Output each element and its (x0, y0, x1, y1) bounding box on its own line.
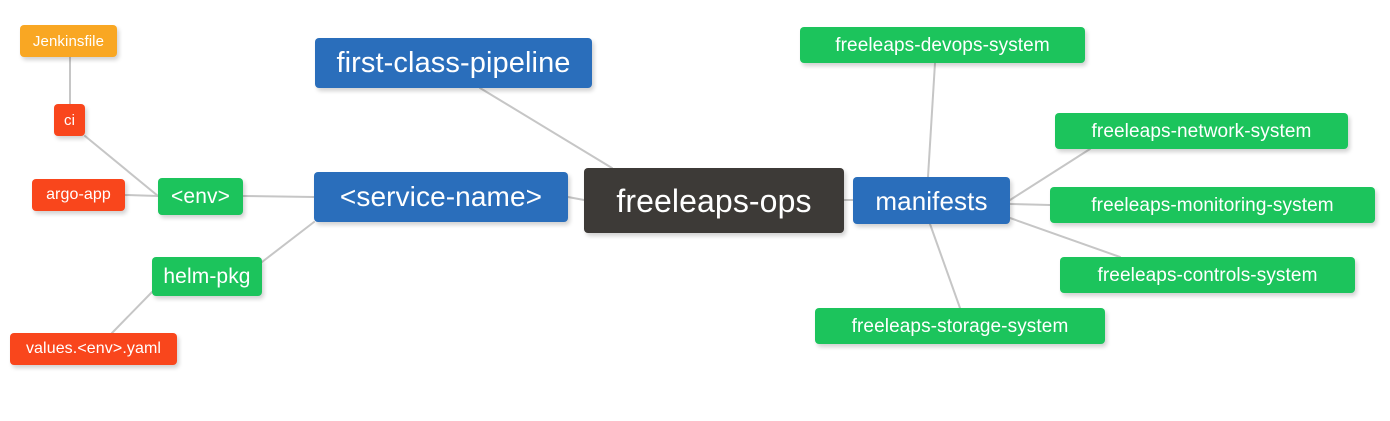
mindmap-node-label: first-class-pipeline (336, 46, 571, 79)
mindmap-edge-argo-app-to-env (124, 194, 159, 197)
mindmap-node-argo-app[interactable]: argo-app (32, 179, 125, 211)
mindmap-node-first-class-pipeline[interactable]: first-class-pipeline (315, 38, 592, 88)
mindmap-node-label: freeleaps-monitoring-system (1091, 194, 1334, 216)
mindmap-node-label: freeleaps-devops-system (835, 34, 1050, 56)
mindmap-edge-manifests-to-storage-system (929, 223, 961, 309)
mindmap-node-helm-pkg[interactable]: helm-pkg (152, 257, 262, 296)
mindmap-edge-manifests-to-monitoring-system (1009, 203, 1051, 206)
mindmap-node-label: freeleaps-controls-system (1097, 264, 1318, 286)
mindmap-node-ci[interactable]: ci (54, 104, 85, 136)
mindmap-node-values-yaml[interactable]: values.<env>.yaml (10, 333, 177, 365)
mindmap-node-label: freeleaps-ops (616, 182, 812, 219)
mindmap-edge-helm-pkg-to-values-yaml (111, 291, 153, 334)
mindmap-node-label: <env> (171, 185, 230, 208)
mindmap-node-storage-system[interactable]: freeleaps-storage-system (815, 308, 1105, 344)
mindmap-node-service-name[interactable]: <service-name> (314, 172, 568, 222)
mindmap-node-label: freeleaps-network-system (1091, 120, 1312, 142)
mindmap-node-freeleaps-ops[interactable]: freeleaps-ops (584, 168, 844, 233)
mindmap-node-devops-system[interactable]: freeleaps-devops-system (800, 27, 1085, 63)
mindmap-node-label: <service-name> (339, 181, 543, 212)
mindmap-edge-manifests-to-controls-system (1009, 217, 1121, 258)
mindmap-node-label: helm-pkg (163, 265, 251, 288)
mindmap-edge-service-name-to-helm-pkg (261, 221, 315, 263)
mindmap-node-label: manifests (875, 185, 988, 216)
mindmap-node-label: freeleaps-storage-system (851, 315, 1069, 337)
mindmap-edge-env-to-service-name (242, 195, 315, 198)
mindmap-node-controls-system[interactable]: freeleaps-controls-system (1060, 257, 1355, 293)
mindmap-node-label: Jenkinsfile (32, 32, 105, 50)
mindmap-node-label: ci (63, 111, 76, 129)
mindmap-node-env[interactable]: <env> (158, 178, 243, 215)
mindmap-node-manifests[interactable]: manifests (853, 177, 1010, 224)
mindmap-node-monitoring-system[interactable]: freeleaps-monitoring-system (1050, 187, 1375, 223)
mindmap-node-label: argo-app (46, 186, 111, 203)
mindmap-edge-manifests-to-devops-system (927, 62, 936, 178)
mindmap-node-network-system[interactable]: freeleaps-network-system (1055, 113, 1348, 149)
mindmap-edge-first-class-pipeline-to-freeleaps-ops (479, 87, 613, 169)
mindmap-node-label: values.<env>.yaml (25, 340, 162, 357)
mindmap-edge-service-name-to-freeleaps-ops (567, 196, 585, 201)
mindmap-node-jenkinsfile[interactable]: Jenkinsfile (20, 25, 117, 57)
